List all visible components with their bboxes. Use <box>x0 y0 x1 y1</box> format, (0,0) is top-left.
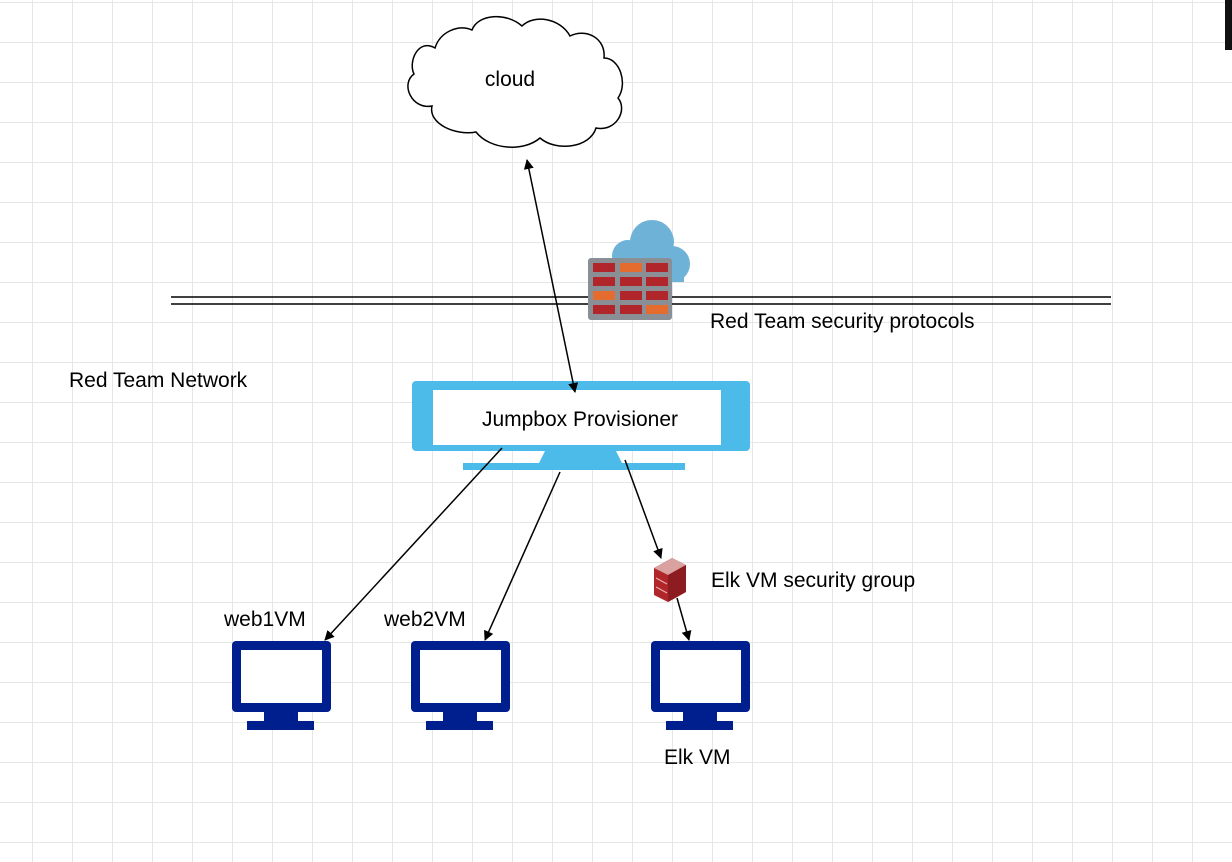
elk-security-group-label: Elk VM security group <box>711 569 916 592</box>
cloud-label: cloud <box>484 68 536 91</box>
cloud-jumpbox-connector <box>523 159 579 393</box>
cloud-firewall-icon[interactable] <box>588 220 690 320</box>
network-label: Red Team Network <box>69 369 248 392</box>
web1-monitor-icon[interactable] <box>232 641 331 730</box>
elk-vm-label: Elk VM <box>664 746 731 769</box>
web2-monitor-icon[interactable] <box>411 641 510 730</box>
jumpbox-monitor-icon[interactable] <box>412 381 750 470</box>
jumpbox-web2-connector <box>484 471 561 641</box>
web1-label: web1VM <box>224 608 306 631</box>
firewall-icon[interactable] <box>654 558 686 602</box>
window-edge-bar <box>1225 0 1232 50</box>
elk-firewall-vm-connector <box>676 597 692 641</box>
jumpbox-web1-connector <box>324 447 503 641</box>
security-protocols-label: Red Team security protocols <box>710 310 975 333</box>
elk-monitor-icon[interactable] <box>651 641 750 730</box>
cloud-icon[interactable] <box>407 15 624 148</box>
jumpbox-elk-firewall-connector <box>624 459 663 559</box>
web2-label: web2VM <box>384 608 466 631</box>
jumpbox-label: Jumpbox Provisioner <box>481 408 679 431</box>
